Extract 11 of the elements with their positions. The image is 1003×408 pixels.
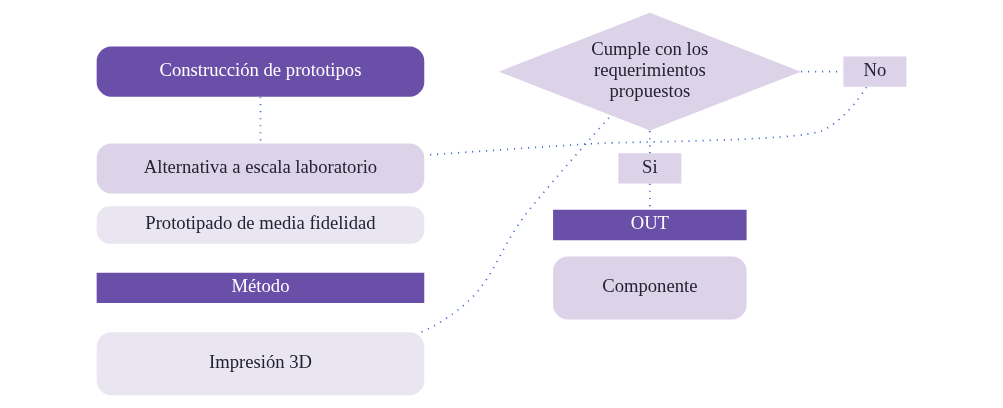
node-box: Construcción de prototipos — [96, 46, 425, 97]
node-box: Si — [618, 153, 682, 184]
node-box: No — [843, 56, 907, 87]
connector — [648, 130, 651, 155]
node-box: Componente — [553, 256, 747, 320]
node-box: Alternativa a escala laboratorio — [96, 143, 425, 194]
node-diamond: Cumple con los requerimientos propuestos — [498, 12, 801, 131]
node-box: OUT — [553, 209, 747, 241]
node-box: Impresión 3D — [96, 332, 425, 396]
node-box: Método — [96, 272, 425, 304]
node-box: Prototipado de media fidelidad — [96, 206, 425, 244]
